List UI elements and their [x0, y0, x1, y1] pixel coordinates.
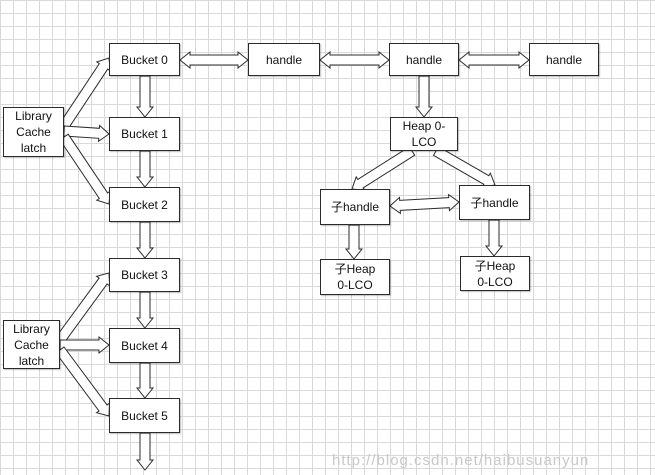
bucket-3: Bucket 3 [109, 258, 180, 292]
handle-2: handle [389, 43, 459, 76]
node-label: Bucket 2 [121, 197, 168, 212]
node-label: Bucket 3 [121, 268, 168, 282]
arrow-handle1-handle2 [319, 50, 390, 70]
arrow-bucket3-bucket4 [135, 291, 155, 329]
arrow-childhandle1-childhandle2 [389, 193, 460, 215]
node-label: 子handle [330, 200, 380, 214]
arrow-latch2-bucket5 [55, 346, 111, 417]
handle-1: handle [248, 43, 320, 76]
arrow-latch1-bucket2 [59, 133, 111, 205]
bucket-4: Bucket 4 [109, 328, 180, 363]
child-heap-2: 子Heap 0-LCO [460, 256, 530, 291]
node-label: handle [545, 52, 583, 67]
node-label: 子Heap 0-LCO [334, 262, 376, 292]
arrow-bucket1-bucket2 [135, 150, 155, 188]
bucket-5: Bucket 5 [109, 398, 180, 433]
node-label: handle [405, 52, 443, 67]
heap-0-lco: Heap 0- LCO [390, 117, 458, 151]
arrow-bucket4-bucket5 [135, 362, 155, 399]
node-label: 子handle [470, 195, 519, 210]
node-label: handle [265, 52, 303, 67]
arrow-heap0-childhandle1 [351, 146, 416, 192]
arrow-heap0-childhandle2 [432, 146, 496, 188]
child-handle-2: 子handle [459, 185, 530, 220]
bucket-1: Bucket 1 [109, 117, 180, 151]
node-label: Bucket 1 [121, 127, 168, 141]
arrow-childhandle2-childheap2 [484, 219, 504, 257]
arrow-bucket0-bucket1 [135, 75, 155, 118]
arrow-latch2-bucket4 [59, 335, 110, 355]
arrow-bucket0-handle1 [179, 50, 249, 70]
node-label: Library Cache latch [13, 321, 50, 368]
arrow-bucket2-bucket3 [135, 221, 155, 259]
bucket-2: Bucket 2 [109, 187, 180, 222]
arrow-latch1-bucket0 [59, 57, 111, 130]
node-label: 子Heap 0-LCO [474, 258, 516, 289]
arrow-handle2-handle3 [458, 50, 530, 70]
bucket-0: Bucket 0 [109, 43, 180, 76]
arrow-handle2-heap0 [414, 75, 434, 118]
node-label: Bucket 5 [121, 408, 168, 423]
arrow-childhandle1-childheap1 [344, 224, 364, 260]
node-label: Heap 0- LCO [402, 119, 446, 149]
node-label: Bucket 0 [121, 52, 168, 67]
child-heap-1: 子Heap 0-LCO [320, 259, 390, 295]
node-label: Library Cache latch [15, 109, 52, 155]
library-cache-latch-2: Library Cache latch [3, 320, 60, 369]
child-handle-1: 子handle [320, 189, 390, 225]
arrow-bucket5-next [135, 432, 155, 471]
library-cache-latch-1: Library Cache latch [3, 107, 64, 157]
handle-3: handle [529, 43, 599, 76]
watermark: http://blog.csdn.net/haibusuanyun [332, 452, 590, 469]
arrow-latch2-bucket3 [55, 272, 111, 344]
node-label: Bucket 4 [121, 338, 168, 353]
